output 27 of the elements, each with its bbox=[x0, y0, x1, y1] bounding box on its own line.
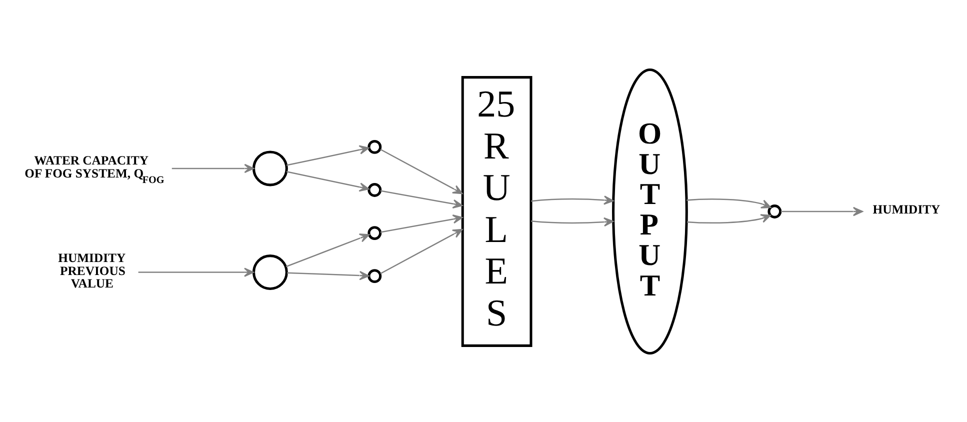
node-circle bbox=[252, 150, 288, 186]
node-circle bbox=[768, 204, 782, 218]
arrow bbox=[286, 233, 370, 267]
node-circle bbox=[252, 254, 288, 290]
arrow bbox=[380, 148, 463, 194]
arrow bbox=[380, 190, 463, 208]
arrow bbox=[286, 144, 370, 166]
node-box: 25 RULES bbox=[461, 76, 532, 346]
arrow bbox=[138, 267, 254, 276]
node-circle bbox=[368, 139, 382, 154]
arrow bbox=[172, 163, 254, 173]
node-ellipse: OUTPUT bbox=[612, 68, 688, 354]
arrow bbox=[686, 214, 771, 224]
node-text: WATER CAPACITY OF FOG SYSTEM, Q$_{FOG}$ bbox=[24, 153, 164, 186]
node-circle bbox=[368, 182, 382, 196]
arrow bbox=[286, 270, 370, 280]
node-circle bbox=[368, 226, 382, 240]
node-text: HUMIDITY bbox=[872, 202, 940, 216]
arrow bbox=[531, 216, 614, 226]
arrow bbox=[686, 198, 772, 208]
arrow bbox=[531, 195, 614, 204]
node-text: HUMIDITY PREVIOUS VALUE bbox=[58, 250, 126, 290]
node-circle bbox=[368, 268, 382, 283]
arrow bbox=[380, 214, 463, 232]
arrow bbox=[780, 206, 863, 216]
arrow bbox=[380, 228, 463, 274]
arrow bbox=[286, 170, 370, 192]
